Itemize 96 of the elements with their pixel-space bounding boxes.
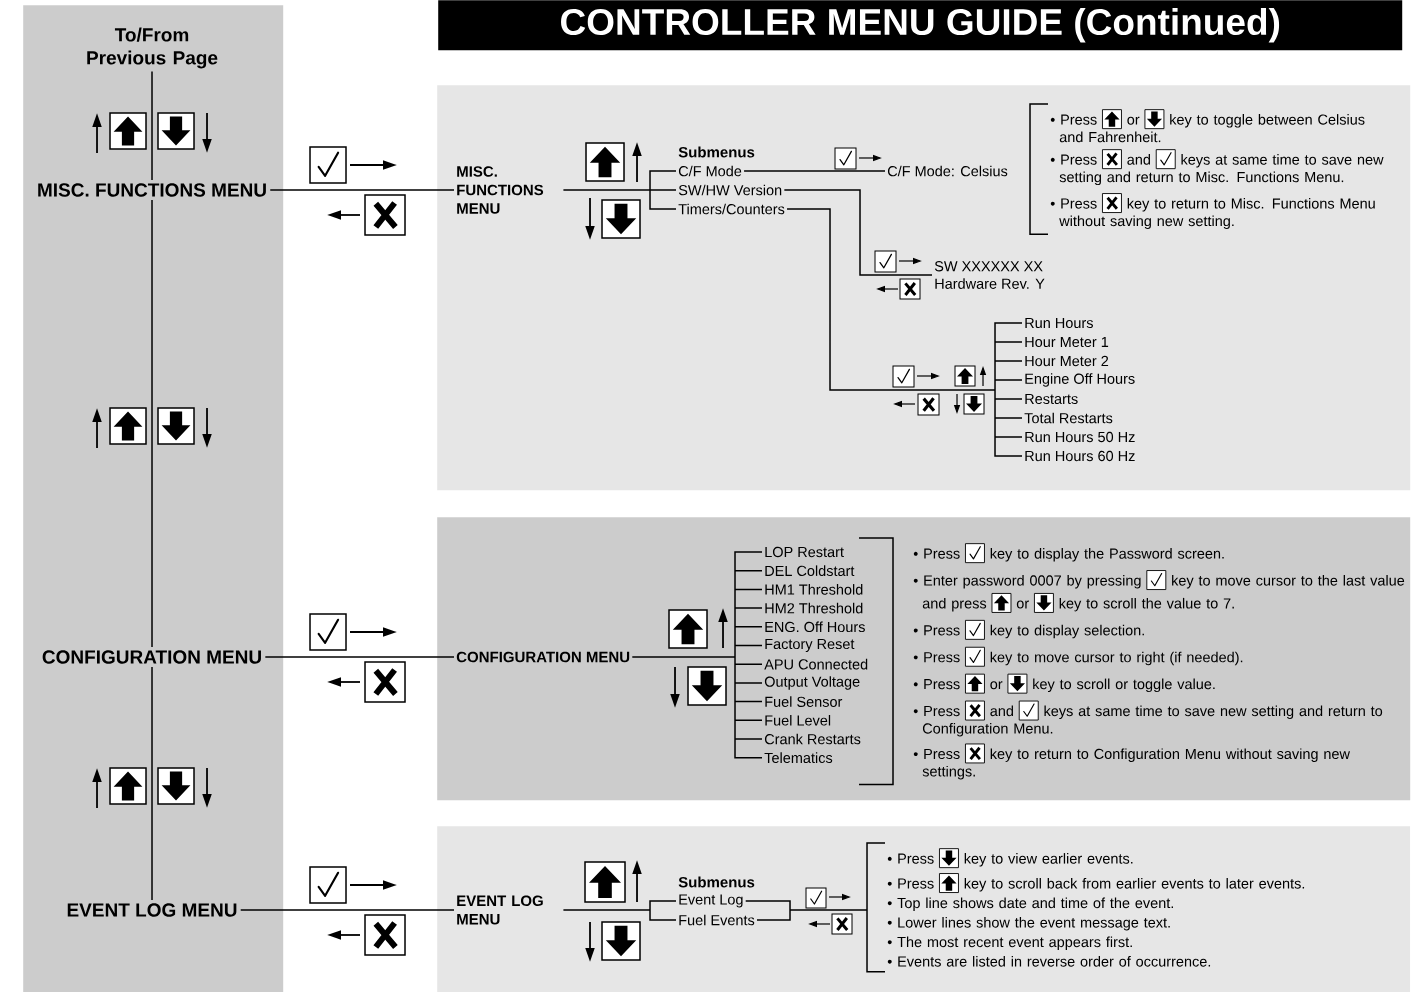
submenu-item: Run Hours 60 Hz xyxy=(1025,450,1135,462)
node-label: • Press xyxy=(887,853,934,864)
submenu-item: SW/HW Version xyxy=(678,184,782,196)
node-label: key to move cursor to the last value xyxy=(1172,574,1405,589)
node-label: and Fahrenheit. xyxy=(1059,131,1161,143)
connector-line xyxy=(744,900,868,921)
connector-line xyxy=(743,170,886,172)
heading: To/From Previous Page xyxy=(87,27,218,69)
submenu-item: Run Hours 50 Hz xyxy=(1025,431,1135,443)
node-label: • Press xyxy=(913,706,960,717)
node-label: • Press xyxy=(913,748,960,760)
submenu-item: Engine Off Hours xyxy=(1025,373,1135,387)
node-label: setting and return to Misc. Functions Menu. xyxy=(1059,171,1344,186)
node-label: or xyxy=(1127,116,1140,125)
menu-label: CONFIGURATION MENU xyxy=(42,650,261,664)
node-label: key to return to Misc. Functions Menu xyxy=(1127,198,1375,212)
submenu-item: Factory Reset xyxy=(765,639,855,652)
connector-line xyxy=(631,551,763,759)
node-label: • Press xyxy=(1050,154,1097,165)
node-label: key to display selection. xyxy=(990,624,1144,639)
node-label: • Press xyxy=(913,679,960,690)
node-label: • Lower lines show the event message text. xyxy=(887,916,1170,931)
submenu-item: Hour Meter 1 xyxy=(1025,336,1109,348)
node-label: key to toggle between Celsius xyxy=(1170,114,1365,128)
submenu-item: HM2 Threshold xyxy=(765,602,863,614)
submenu-item: C/F Mode xyxy=(678,165,742,177)
list-heading: Submenus xyxy=(678,876,755,888)
node-label: and xyxy=(990,705,1014,717)
node-label: key to scroll or toggle value. xyxy=(1033,678,1215,693)
node-label: or xyxy=(1016,600,1029,609)
connector-line xyxy=(239,909,455,911)
node-label: • Press xyxy=(1050,114,1097,125)
submenu-item: Timers/Counters xyxy=(678,203,785,215)
menu-label: CONFIGURATION MENU xyxy=(456,651,630,663)
node-label: • Press xyxy=(913,652,960,663)
submenu-item: Output Voltage xyxy=(764,676,860,690)
node-label: Configuration Menu. xyxy=(922,722,1053,737)
menu-label: EVENT LOG MENU xyxy=(457,895,543,925)
title-bar: CONTROLLER MENU GUIDE (Continued) xyxy=(438,0,1403,51)
connector-line xyxy=(783,189,933,276)
menu-label: MISC. FUNCTIONS MENU xyxy=(457,166,544,214)
node-label: • Events are listed in reverse order of occurrence. xyxy=(887,955,1211,967)
node-label: key to view earlier events. xyxy=(964,853,1133,867)
node-label: • Press xyxy=(913,548,960,559)
submenu-item: HM1 Threshold xyxy=(765,584,863,595)
submenu-item: Total Restarts xyxy=(1024,412,1113,424)
node-label: • Enter password 0007 by pressing xyxy=(913,574,1141,589)
bracketed-note-list: • Press or key to toggle between Celsius and Fahrenheit. • Press and keys at same time to save new setting and return to Misc. Functions Menu. • Press key to return to Misc. Functions Menu without saving new setting. xyxy=(1029,103,1384,235)
node-label: keys at same time to save new xyxy=(1181,154,1384,168)
connector-line xyxy=(562,900,677,921)
node-label: key to scroll back from earlier events to later events. xyxy=(964,877,1305,892)
node-label: key to return to Configuration Menu without saving new xyxy=(990,748,1350,762)
node-label: or xyxy=(990,681,1003,690)
submenu-item: Crank Restarts xyxy=(764,733,861,745)
node-label: key to display the Password screen. xyxy=(990,548,1224,562)
connector-line xyxy=(562,170,677,210)
node-label: key to scroll the value to 7. xyxy=(1059,597,1234,612)
display-readout: SW XXXXXX XX Hardware Rev. Y xyxy=(934,261,1045,289)
submenu-item: Fuel Level xyxy=(765,714,831,726)
submenu-item: Fuel Events xyxy=(679,914,755,926)
submenu-item: Restarts xyxy=(1025,393,1078,405)
section-panel xyxy=(437,85,1411,491)
display-readout: C/F Mode: Celsius xyxy=(887,165,1008,177)
node-label: and press xyxy=(922,597,987,612)
submenu-item: Run Hours xyxy=(1025,317,1093,329)
section-panel xyxy=(437,826,1411,992)
connector-line xyxy=(786,208,1023,457)
submenu-item: Fuel Sensor xyxy=(765,696,843,707)
node-label: without saving new setting. xyxy=(1059,215,1234,230)
column-band xyxy=(23,5,284,992)
node-label: settings. xyxy=(922,765,975,780)
list-heading: Submenus xyxy=(678,146,755,158)
node-label: • Press xyxy=(1050,198,1097,209)
connector-line xyxy=(151,70,153,181)
node-label: • The most recent event appears first. xyxy=(887,936,1132,951)
submenu-item: Telematics xyxy=(764,752,833,763)
menu-label: MISC. FUNCTIONS MENU xyxy=(38,183,266,197)
connector-line xyxy=(269,189,455,191)
connector-line xyxy=(151,666,153,901)
submenu-item: Event Log xyxy=(679,894,743,908)
connector-line xyxy=(264,656,455,658)
submenu-item: DEL Coldstart xyxy=(765,565,855,576)
node-label: and xyxy=(1127,154,1151,165)
submenu-item: LOP Restart xyxy=(765,546,844,558)
connector-line xyxy=(151,199,153,648)
bracketed-note-list: • Press key to view earlier events. • Press key to scroll back from earlier events to later events. • Top line shows date and time of the event. • Lower lines show the event message text. • The most recent event appears first. • Events are listed in reverse order of occurrence. xyxy=(866,842,1305,973)
section-panel xyxy=(437,517,1411,801)
node-label: • Press xyxy=(913,625,960,636)
submenu-item: Hour Meter 2 xyxy=(1025,355,1109,367)
menu-label: EVENT LOG MENU xyxy=(67,903,237,917)
node-label: keys at same time to save new setting and return to xyxy=(1044,705,1383,720)
node-label: • Press xyxy=(887,878,934,889)
node-label: • Top line shows date and time of the event. xyxy=(887,897,1174,912)
submenu-item: ENG. Off Hours xyxy=(765,621,865,633)
submenu-item: APU Connected xyxy=(764,658,868,670)
node-label: key to move cursor to right (if needed). xyxy=(990,651,1243,666)
